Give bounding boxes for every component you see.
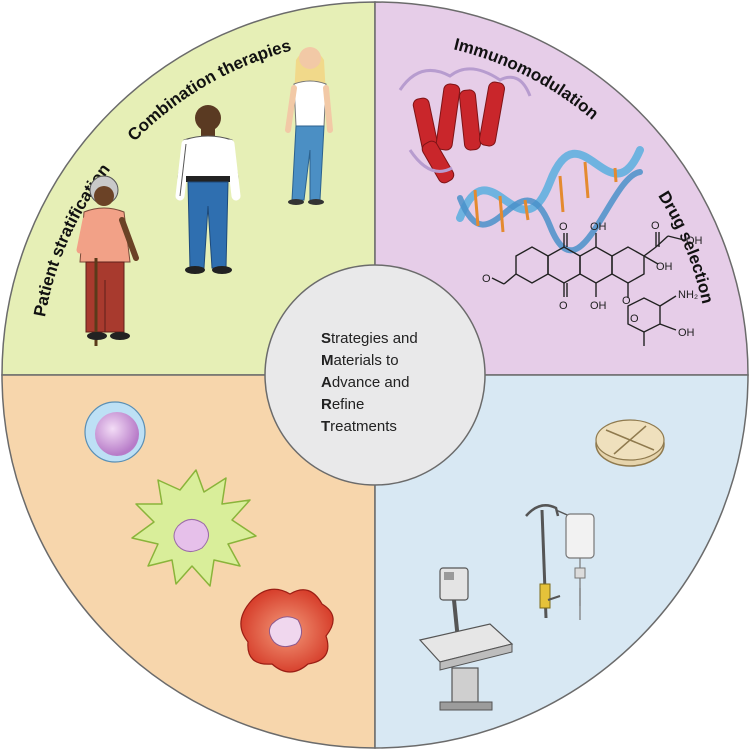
svg-text:OH: OH bbox=[590, 300, 607, 312]
iv-drip-icon bbox=[525, 504, 595, 620]
radiotherapy-machine-icon bbox=[418, 567, 514, 711]
svg-text:O: O bbox=[482, 273, 491, 285]
lymphocyte-icon bbox=[84, 401, 146, 463]
dna-helix-icon bbox=[456, 146, 644, 254]
dendritic-cell-icon bbox=[131, 469, 257, 587]
svg-text:OH: OH bbox=[590, 221, 607, 233]
svg-text:Materials to: Materials to bbox=[321, 352, 399, 369]
man-icon bbox=[175, 105, 241, 274]
svg-text:NH₂: NH₂ bbox=[678, 289, 698, 301]
pill-icon bbox=[595, 419, 665, 467]
molecule-labels: O OH O OH OH O OH O O O NH₂ OH bbox=[482, 220, 703, 339]
center-title: Strategies and Materials to Advance and … bbox=[321, 330, 418, 435]
svg-text:O: O bbox=[559, 221, 568, 233]
svg-text:OH: OH bbox=[678, 327, 695, 339]
svg-text:OH: OH bbox=[656, 261, 673, 273]
svg-text:Treatments: Treatments bbox=[321, 418, 397, 435]
elderly-woman-icon bbox=[76, 175, 139, 346]
svg-text:O: O bbox=[622, 295, 631, 307]
macrophage-icon bbox=[240, 588, 334, 673]
young-woman-icon bbox=[285, 47, 333, 205]
protein-icon bbox=[398, 67, 532, 184]
molecule-icon bbox=[491, 232, 685, 346]
svg-text:O: O bbox=[630, 313, 639, 325]
svg-text:O: O bbox=[651, 220, 660, 232]
svg-text:O: O bbox=[559, 300, 568, 312]
svg-text:Refine: Refine bbox=[321, 396, 364, 413]
svg-text:Strategies and: Strategies and bbox=[321, 330, 418, 347]
svg-text:OH: OH bbox=[686, 235, 703, 247]
svg-text:Advance and: Advance and bbox=[321, 374, 409, 391]
center-circle bbox=[264, 264, 486, 486]
